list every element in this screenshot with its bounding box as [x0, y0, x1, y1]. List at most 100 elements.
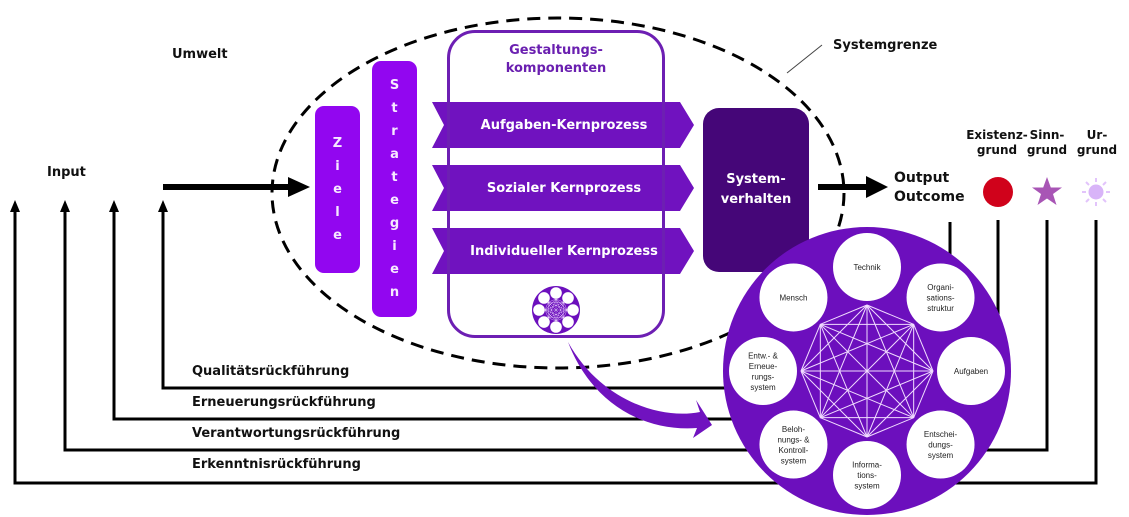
systemverhalten-line1: System- — [726, 172, 786, 187]
mesh-connection-line — [913, 370, 934, 418]
komponente-node-label: system — [750, 383, 776, 392]
komponente-node-label: system — [928, 451, 954, 460]
existenzgrund-line1: Existenz- — [966, 128, 1028, 142]
ziele-letter: i — [335, 159, 340, 174]
process-label-aufgaben: Aufgaben-Kernprozess — [480, 118, 648, 133]
mesh-connection-line — [544, 309, 549, 318]
komponente-node-circle — [567, 304, 579, 316]
process-label-sozial: Sozialer Kernprozess — [486, 181, 642, 196]
komponente-node-label: Entw.- & — [748, 351, 778, 360]
strategien-letter: t — [391, 101, 398, 116]
komponente-node[interactable]: Beloh-nungs- &Kontroll-system — [759, 410, 828, 479]
komponente-node[interactable]: Technik — [833, 233, 901, 301]
erkenntnis-loop-line — [13, 212, 1098, 485]
umwelt-label: Umwelt — [172, 47, 228, 62]
ziele-bar[interactable]: Z i e l e — [315, 106, 360, 273]
input-label: Input — [47, 165, 86, 180]
mesh-connection-line — [866, 304, 915, 418]
mesh-connection-line — [555, 317, 564, 322]
komponente-node — [550, 321, 562, 333]
komponente-node-label: rungs- — [752, 372, 775, 381]
komponente-node[interactable]: Entw.- &Erneue-rungs-system — [729, 337, 797, 405]
strategien-letter: g — [389, 216, 400, 231]
gruende-icons — [983, 177, 1110, 207]
strategien-letter: S — [389, 78, 400, 93]
komponente-node[interactable]: Entschei-dungs-system — [906, 410, 975, 479]
mesh-connection-line — [820, 370, 934, 419]
mini-komponenten-kreis[interactable] — [531, 285, 581, 335]
input-arrowhead — [288, 177, 310, 197]
gestaltungskomponenten-title: Gestaltungs- komponenten — [447, 42, 665, 78]
komponente-node[interactable]: Organi-sations-struktur — [906, 263, 975, 332]
systemgrenze-label: Systemgrenze — [833, 38, 938, 53]
komponente-node-circle — [759, 410, 828, 479]
process-chevron-aufgaben[interactable] — [432, 102, 694, 148]
komponente-node-label: Beloh- — [782, 425, 805, 434]
process-chevron-individuell[interactable] — [432, 228, 694, 274]
existenzgrund-label: Existenz- grund — [958, 128, 1036, 158]
sinngrund-line2: grund — [1026, 143, 1068, 157]
mesh-connection-line — [800, 370, 914, 419]
mesh-connection-line — [820, 323, 934, 372]
komponente-node-circle — [729, 337, 797, 405]
star-icon — [1032, 177, 1062, 205]
mesh-connection-line — [548, 317, 557, 322]
komponente-node-label: Mensch — [779, 293, 807, 302]
komponente-node — [562, 316, 574, 328]
komponente-node[interactable]: Aufgaben — [937, 337, 1005, 405]
output-arrowhead — [866, 176, 888, 198]
erkenntnisrueckfuehrung-label: Erkenntnisrückführung — [192, 457, 361, 472]
komponente-node-circle — [833, 441, 901, 509]
komponente-node-circle — [562, 316, 574, 328]
mesh-connection-line — [563, 309, 568, 318]
komponente-node-circle — [562, 292, 574, 304]
komponente-node-circle — [937, 337, 1005, 405]
komponente-node-label: tions- — [857, 471, 877, 480]
mesh-connection-line — [548, 302, 557, 322]
mesh-connection-line — [819, 304, 868, 418]
qualitaetsrueckfuehrung-label: Qualitätsrückführung — [192, 364, 350, 379]
komponente-node-circle — [538, 292, 550, 304]
outcome-label: Outcome — [894, 189, 965, 205]
mesh-connection-line — [819, 324, 868, 438]
mesh-connection-line — [548, 298, 557, 303]
mesh-connection-line — [800, 370, 821, 418]
verantwortungsrueckfuehrung-label: Verantwortungsrückführung — [192, 426, 401, 441]
komponente-node — [550, 287, 562, 299]
komponente-node-circle — [906, 410, 975, 479]
strategien-letter: i — [392, 239, 397, 254]
komponente-node-label: system — [781, 456, 807, 465]
mesh-connection-line — [800, 324, 821, 372]
verantwortungs-loop-arrowhead — [60, 200, 70, 212]
ziele-letter: Z — [332, 136, 343, 151]
urgrund-line2: grund — [1076, 143, 1118, 157]
systemverhalten-box[interactable]: System- verhalten — [703, 108, 809, 272]
mesh-connection-line — [800, 323, 914, 372]
komponente-node[interactable]: Mensch — [759, 263, 828, 332]
mesh-connection-line — [544, 309, 557, 322]
komponente-node-circle — [538, 316, 550, 328]
mesh-connection-line — [548, 302, 564, 318]
process-chevron-sozial[interactable] — [432, 165, 694, 211]
mesh-connection-line — [866, 324, 915, 438]
strategien-bar[interactable]: S t r a t e g i e n — [372, 61, 417, 317]
mesh-connection-line — [866, 304, 914, 325]
komponente-node — [538, 316, 550, 328]
komponente-node-circle — [906, 263, 975, 332]
zoom-arrow — [568, 342, 712, 438]
systemgrenze-pointer — [786, 44, 823, 74]
komponente-node-circle — [550, 321, 562, 333]
mesh-connection-line — [913, 324, 934, 372]
komponente-node — [533, 304, 545, 316]
komponenten-kreis: TechnikOrgani-sations-strukturAufgabenEn… — [723, 227, 1011, 515]
komponente-node-circle — [533, 304, 545, 316]
ziele-letter: e — [333, 228, 342, 243]
gestaltungskomponenten-box — [447, 30, 665, 338]
komponente-node-label: Organi- — [927, 283, 954, 292]
systemverhalten-line2: verhalten — [720, 192, 792, 207]
komponente-node-label: Aufgaben — [954, 367, 988, 376]
mesh-connection-line — [548, 302, 568, 311]
komponente-node[interactable]: Informa-tions-system — [833, 441, 901, 509]
